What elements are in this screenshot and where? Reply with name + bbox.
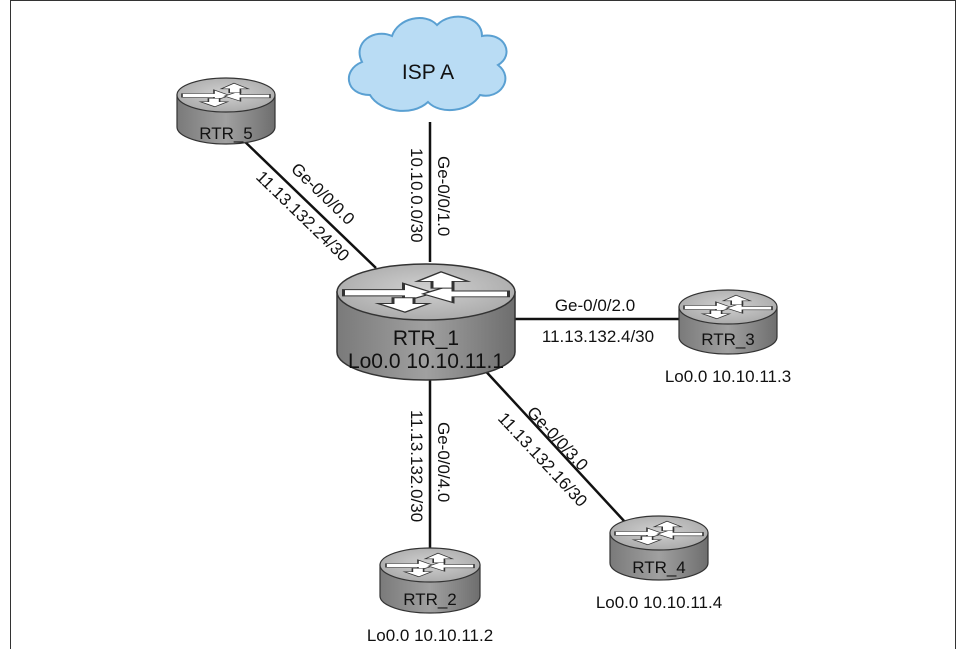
link-rtr4	[479, 364, 626, 523]
rtr4-loopback: Lo0.0 10.10.11.4	[596, 593, 722, 612]
rtr2-link-interface: Ge-0/0/4.0	[434, 422, 453, 502]
router-rtr3[interactable]: RTR_3 Lo0.0 10.10.11.3	[665, 289, 791, 386]
router-rtr1[interactable]: RTR_1 Lo0.0 10.10.11.1	[336, 263, 516, 381]
rtr5-name: RTR_5	[199, 124, 253, 143]
router-rtr5[interactable]: RTR_5	[176, 77, 276, 145]
router-rtr2[interactable]: RTR_2 Lo0.0 10.10.11.2	[367, 547, 493, 645]
rtr3-name: RTR_3	[701, 330, 755, 349]
rtr2-link-subnet: 11.13.132.0/30	[407, 410, 426, 522]
router-rtr4[interactable]: RTR_4 Lo0.0 10.10.11.4	[596, 515, 722, 612]
rtr3-link-subnet: 11.13.132.4/30	[542, 327, 654, 346]
rtr1-name: RTR_1	[393, 327, 459, 350]
link-rtr5	[239, 136, 377, 269]
isp-cloud: ISP A	[347, 15, 508, 112]
rtr3-link-interface: Ge-0/0/2.0	[555, 296, 635, 315]
isp-label: ISP A	[402, 61, 454, 84]
rtr4-name: RTR_4	[632, 558, 686, 577]
diagram-frame	[10, 0, 956, 649]
rtr1-loopback: Lo0.0 10.10.11.1	[348, 350, 504, 373]
rtr3-loopback: Lo0.0 10.10.11.3	[665, 367, 791, 386]
isp-link-interface: Ge-0/0/1.0	[434, 156, 453, 236]
rtr2-loopback: Lo0.0 10.10.11.2	[367, 626, 493, 645]
rtr2-name: RTR_2	[403, 590, 457, 609]
isp-link-subnet: 10.10.0.0/30	[407, 148, 426, 243]
